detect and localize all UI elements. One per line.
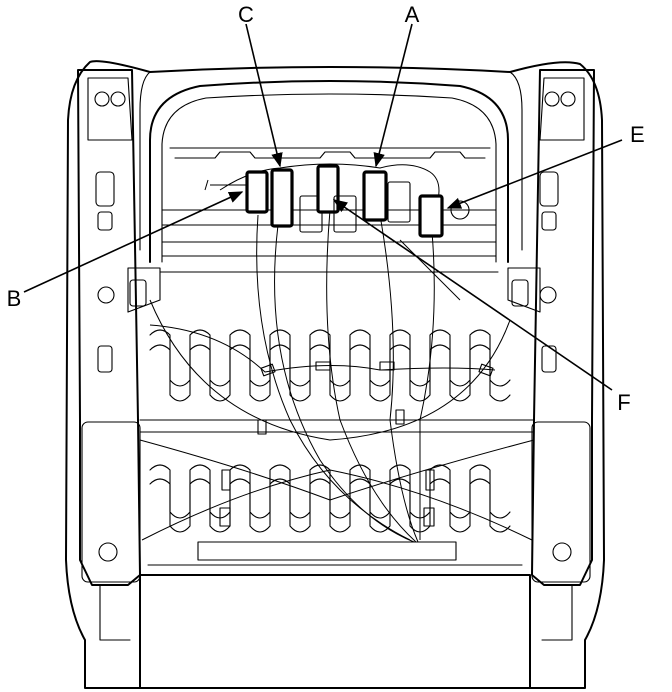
connector-a (362, 170, 388, 222)
right-side-rail (507, 69, 595, 586)
callout-label-f: F (617, 390, 630, 415)
connector-f-body (316, 164, 340, 214)
seat-outer-shell (65, 60, 605, 689)
bottom-bracket (99, 541, 573, 689)
connector-side-a (387, 181, 411, 223)
leader-e (446, 139, 623, 209)
connector-e (418, 194, 444, 238)
leader-f (332, 199, 613, 391)
inner-back-frame (149, 80, 509, 263)
harness-clips (219, 361, 494, 527)
callout-label-e: E (630, 122, 645, 147)
leader-a (373, 23, 413, 168)
leader-b (23, 191, 244, 293)
connector-mid-right (333, 195, 357, 233)
callout-label-b: B (7, 286, 22, 311)
connector-c (270, 168, 294, 228)
connector-b (245, 170, 269, 214)
leader-c (245, 23, 283, 168)
leader-arrows (23, 23, 623, 391)
cross-bars (139, 209, 535, 433)
connector-mid-left (299, 195, 323, 233)
left-side-rail (77, 69, 161, 586)
callout-label-c: C (238, 2, 254, 27)
wire-harness (139, 163, 535, 543)
callout-label-a: A (405, 2, 420, 27)
